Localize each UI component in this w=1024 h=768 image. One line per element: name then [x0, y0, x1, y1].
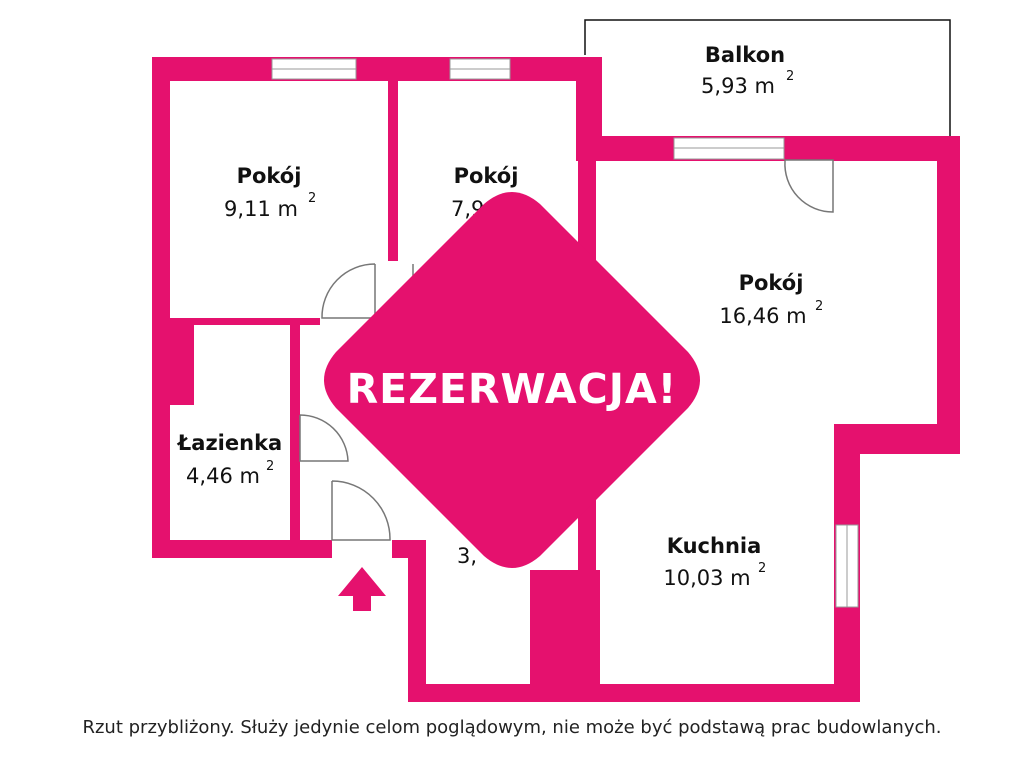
windows — [271, 58, 859, 608]
room-balkon: Balkon 5,93 m 2 — [701, 43, 794, 98]
room-name: Łazienka — [177, 431, 282, 455]
room-pokoj-1: Pokój 9,11 m 2 — [224, 164, 316, 221]
wall — [290, 325, 300, 540]
room-name: Pokój — [237, 164, 302, 188]
door-swing — [331, 480, 391, 541]
wall — [170, 318, 320, 325]
unit-exponent: 2 — [758, 561, 766, 576]
balcony — [584, 19, 951, 137]
room-name: Pokój — [454, 164, 519, 188]
room-area: 4,46 m — [186, 464, 260, 488]
room-pokoj-2: Pokój 7,9 — [451, 164, 518, 221]
door-swing — [299, 414, 349, 462]
wall — [152, 540, 332, 558]
unit-exponent: 2 — [786, 69, 794, 84]
door-swing — [784, 159, 834, 213]
wall — [530, 570, 600, 684]
unit-exponent: 2 — [266, 459, 274, 474]
room-area: 10,03 m — [663, 566, 750, 590]
room-hidden: 3, — [457, 544, 477, 568]
wall — [408, 684, 860, 702]
wall — [576, 81, 602, 161]
badge-shape — [324, 192, 700, 568]
wall — [152, 57, 602, 81]
room-name: Balkon — [705, 43, 785, 67]
room-lazienka: Łazienka 4,46 m 2 — [177, 431, 282, 488]
wall — [388, 81, 398, 261]
disclaimer: Rzut przybliżony. Służy jedynie celom po… — [82, 717, 942, 738]
room-area: 9,11 m — [224, 197, 298, 221]
unit-exponent: 2 — [815, 299, 823, 314]
wall — [152, 57, 170, 557]
room-pokoj-3: Pokój 16,46 m 2 — [719, 271, 823, 328]
room-area: 16,46 m — [719, 304, 806, 328]
door-swing — [321, 263, 376, 319]
room-name: Kuchnia — [667, 534, 762, 558]
room-kuchnia: Kuchnia 10,03 m 2 — [663, 534, 766, 590]
balcony-railing — [584, 19, 951, 137]
entrance-arrow-icon — [338, 567, 386, 611]
reservation-badge: REZERWACJA! — [324, 192, 700, 568]
wall — [408, 540, 426, 702]
wall — [937, 136, 960, 426]
unit-exponent: 2 — [308, 191, 316, 206]
wall — [170, 325, 194, 405]
room-name: Pokój — [739, 271, 804, 295]
room-area: 3, — [457, 544, 477, 568]
badge-label: REZERWACJA! — [347, 365, 678, 413]
room-area: 5,93 m — [701, 74, 775, 98]
doors — [299, 159, 834, 541]
